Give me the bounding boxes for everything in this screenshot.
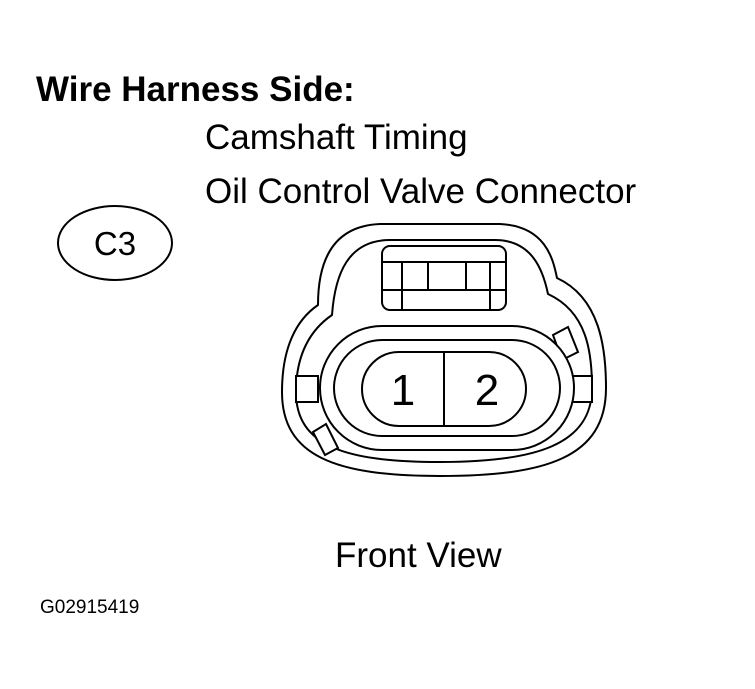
- connector-face: [319, 325, 575, 451]
- pin-1-label: 1: [391, 366, 415, 415]
- section-heading: Wire Harness Side:: [36, 70, 355, 109]
- connector-housing: [281, 223, 607, 477]
- connector-tabs: [295, 325, 593, 457]
- component-name-line-2: Oil Control Valve Connector: [205, 172, 637, 211]
- figure-id: G02915419: [40, 597, 140, 618]
- connector-latch: [381, 245, 507, 311]
- component-name-line-1: Camshaft Timing: [205, 118, 468, 157]
- connector-code: C3: [94, 225, 136, 262]
- connector-code-tag: C3: [57, 205, 173, 281]
- pin-2-label: 2: [475, 366, 499, 415]
- view-label: Front View: [335, 536, 502, 575]
